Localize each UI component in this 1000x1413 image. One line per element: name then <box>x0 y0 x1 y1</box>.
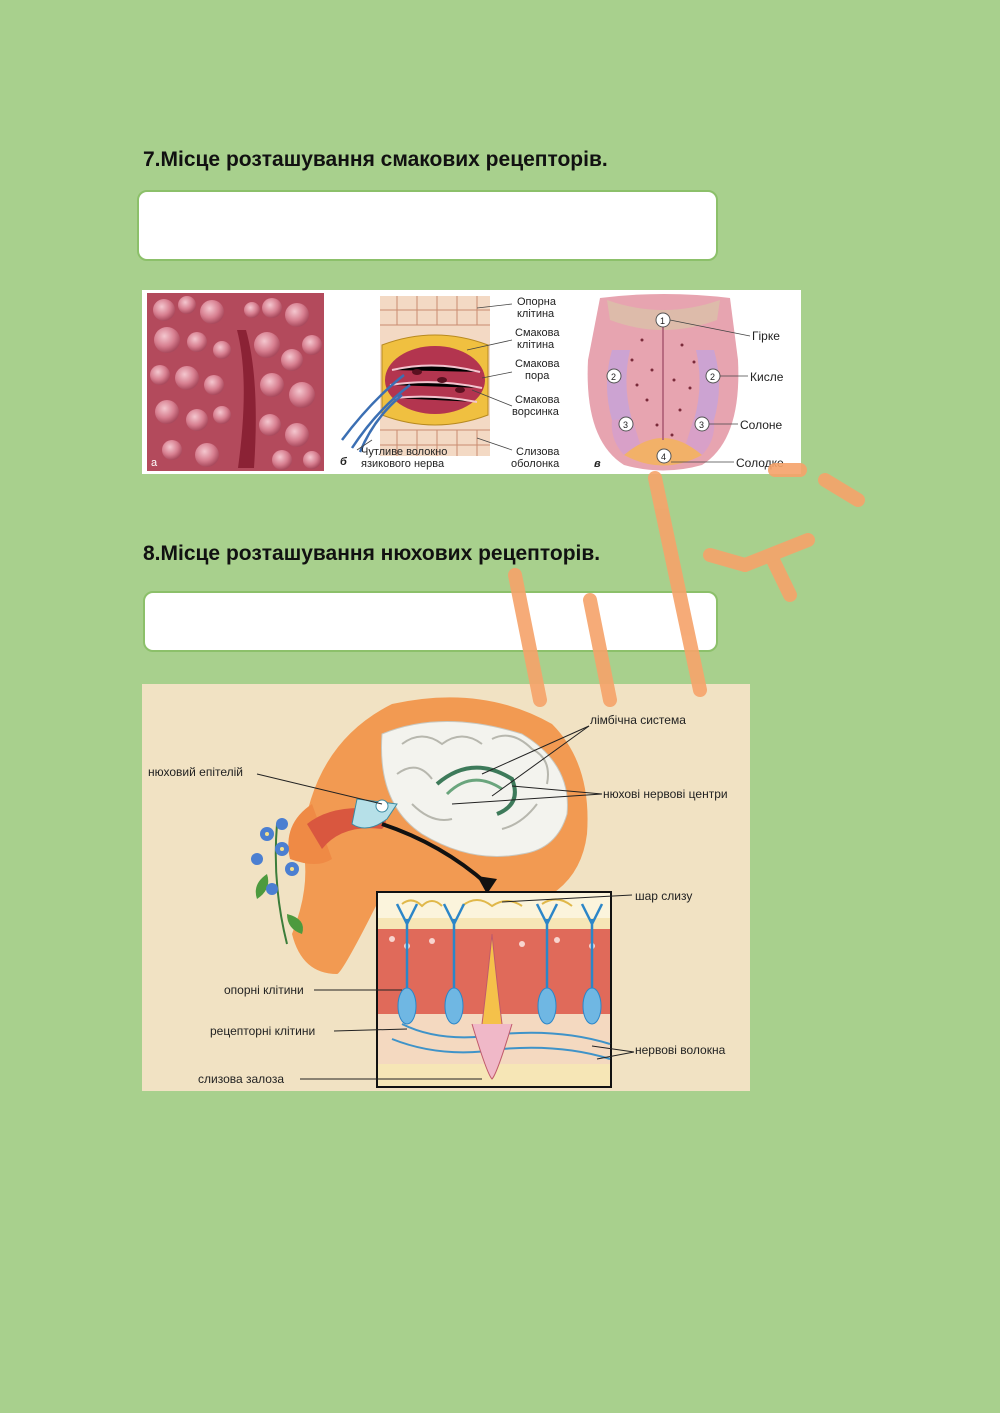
label-receptor-cells: рецепторні клітини <box>210 1024 315 1038</box>
answer-7-input[interactable] <box>137 190 718 261</box>
olfactory-epithelium-zoom <box>376 891 612 1088</box>
zone-sweet-label: Солодке <box>736 456 784 470</box>
panel-b-letter: б <box>340 456 348 468</box>
panel-a-letter: а <box>151 457 158 469</box>
label-support-cell-2: клітина <box>517 308 555 320</box>
zone-sour-label: Кисле <box>750 370 784 384</box>
zone-4-num: 4 <box>661 452 666 462</box>
zone-1-num: 1 <box>660 316 665 326</box>
panel-v-letter: в <box>594 458 601 470</box>
label-limbic-system: лімбічна система <box>590 713 686 727</box>
zoom-arrow <box>381 822 489 886</box>
label-taste-pore-1: Смакова <box>515 358 560 370</box>
answer-8-input[interactable] <box>143 591 718 652</box>
label-mucus-layer: шар слизу <box>635 889 692 903</box>
label-nerve-fibers: нервові волокна <box>635 1043 726 1057</box>
zone-3-right-num: 3 <box>699 420 704 430</box>
label-taste-villus-2: ворсинка <box>512 406 560 418</box>
label-taste-cell-1: Смакова <box>515 327 560 339</box>
papillae-photo <box>147 293 324 471</box>
question-7-title: 7.Місце розташування смакових рецепторів… <box>143 148 608 171</box>
leader-lines <box>256 725 635 1080</box>
label-olfactory-epithelium: нюховий епітелій <box>148 765 243 779</box>
head-illustration <box>288 697 588 974</box>
zone-salty-label: Солоне <box>740 418 783 432</box>
label-mucosa-2: оболонка <box>511 458 560 470</box>
zone-3-left-num: 3 <box>623 420 628 430</box>
label-olfactory-centers: нюхові нервові центри <box>603 787 728 801</box>
taste-receptors-figure: а б <box>142 290 801 474</box>
label-nerve-fiber-2: язикового нерва <box>361 458 445 470</box>
zone-2-left-num: 2 <box>611 372 616 382</box>
label-mucous-gland: слизова залоза <box>198 1072 284 1086</box>
zone-2-right-num: 2 <box>710 372 715 382</box>
label-taste-cell-2: клітина <box>517 339 555 351</box>
label-nerve-fiber-1: Чутливе волокно <box>361 446 447 458</box>
label-mucosa-1: Слизова <box>516 446 560 458</box>
zone-bitter-label: Гірке <box>752 329 780 343</box>
tongue-map-diagram <box>587 294 751 471</box>
label-support-cells: опорні клітини <box>224 983 304 997</box>
label-taste-villus-1: Смакова <box>515 394 560 406</box>
olfactory-receptors-figure: лімбічна система нюховий епітелій нюхові… <box>142 684 750 1091</box>
label-taste-pore-2: пора <box>525 370 550 382</box>
taste-bud-diagram <box>341 296 513 456</box>
label-support-cell-1: Опорна <box>517 296 557 308</box>
flower-illustration <box>251 818 303 945</box>
question-8-title: 8.Місце розташування нюхових рецепторів. <box>143 542 601 565</box>
